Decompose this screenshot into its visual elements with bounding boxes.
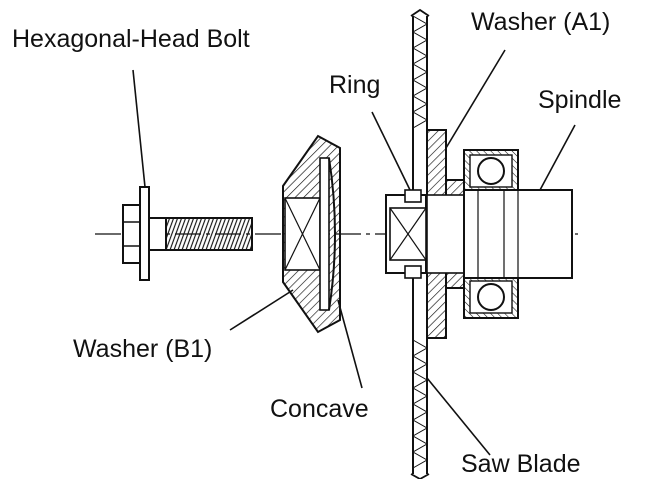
- ring: [385, 189, 427, 279]
- label-washer-a1: Washer (A1): [471, 8, 611, 36]
- hexagonal-head-bolt: [122, 186, 253, 281]
- leader-bolt: [132, 69, 146, 188]
- label-washer-b1: Washer (B1): [73, 335, 213, 363]
- leader-concave: [337, 299, 363, 389]
- spindle: [463, 149, 573, 319]
- leader-lines: [132, 49, 576, 456]
- leader-spindle: [539, 124, 576, 191]
- label-spindle: Spindle: [538, 86, 622, 114]
- leader-saw-blade: [426, 377, 491, 456]
- washer-b1: [282, 134, 341, 334]
- label-concave: Concave: [270, 395, 369, 423]
- label-hexagonal-head-bolt: Hexagonal-Head Bolt: [12, 25, 250, 53]
- washer-a1: [426, 129, 465, 339]
- label-saw-blade: Saw Blade: [461, 450, 581, 478]
- leader-washer-b1: [229, 289, 294, 331]
- leader-ring: [371, 111, 411, 191]
- leader-washer-a1: [445, 49, 506, 149]
- label-ring: Ring: [329, 71, 381, 99]
